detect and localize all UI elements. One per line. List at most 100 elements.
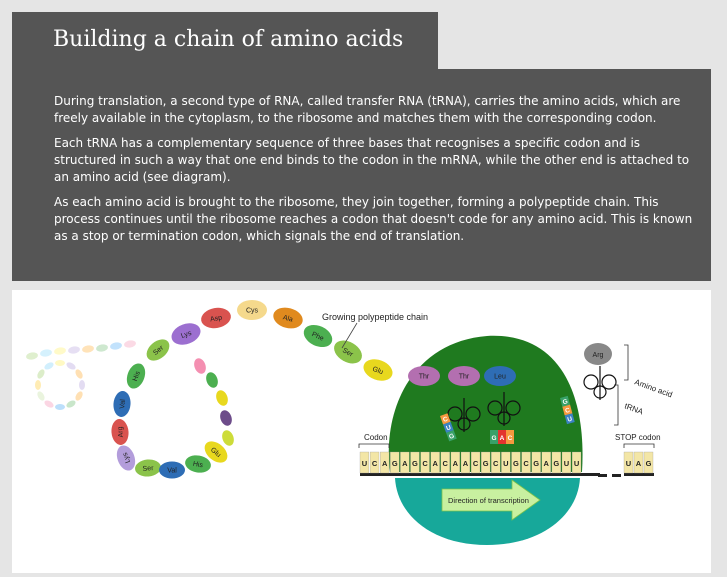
loop-bead bbox=[216, 390, 228, 406]
loop-bead bbox=[75, 391, 83, 401]
loop-amino-acid-shape bbox=[126, 363, 146, 389]
mrna-base-label: U bbox=[503, 459, 508, 468]
chain-amino-acid: Phe bbox=[303, 324, 333, 348]
tail-bead bbox=[68, 346, 80, 354]
anticodon-base-label: G bbox=[562, 398, 569, 406]
mrna-base bbox=[359, 451, 370, 474]
chain-amino-acid-shape bbox=[273, 307, 303, 329]
mrna-base-label: A bbox=[402, 459, 408, 468]
anticodon-base-label: G bbox=[448, 433, 455, 441]
anticodon-base-label: U bbox=[445, 424, 452, 432]
loop-bead bbox=[75, 369, 83, 379]
title-tab: Building a chain of amino acids bbox=[12, 12, 438, 69]
stop-backbone bbox=[624, 473, 654, 476]
mrna-base-label: G bbox=[553, 459, 559, 468]
mrna-base-label: C bbox=[372, 459, 378, 468]
stop-codon-bracket bbox=[623, 443, 655, 448]
chain-amino-acid-shape bbox=[201, 307, 231, 329]
chain-amino-acid-label: Phe bbox=[310, 331, 324, 343]
ribosome-large-subunit bbox=[388, 335, 583, 472]
loop-bead bbox=[37, 391, 45, 401]
chain-amino-acid-label: Ser bbox=[341, 347, 355, 359]
loop-amino-acid: Glu bbox=[204, 441, 228, 463]
chain-amino-acid-shape bbox=[363, 359, 393, 381]
anticodon-base bbox=[506, 430, 514, 444]
loop-amino-acid-label: Val bbox=[119, 399, 127, 410]
mrna-base-label: C bbox=[422, 459, 428, 468]
loop-bead bbox=[44, 362, 54, 370]
anticodon-right: GCU bbox=[559, 395, 575, 425]
chain-amino-acid-shape bbox=[171, 323, 201, 345]
loop-amino-acid-shape bbox=[113, 391, 131, 417]
loop-bead bbox=[66, 400, 76, 408]
anticodon-base-label: C bbox=[564, 407, 571, 415]
mrna-base-label: A bbox=[544, 459, 550, 468]
loop-amino-acid-shape bbox=[116, 445, 136, 471]
mrna-base bbox=[551, 451, 561, 474]
trna-cloverleaf bbox=[487, 392, 521, 426]
anticodon-base bbox=[446, 430, 457, 442]
mrna-base-label: C bbox=[493, 459, 499, 468]
loop-amino-acid: Ser bbox=[146, 339, 170, 361]
mrna-backbone bbox=[360, 473, 600, 476]
amino-acid-label: Amino acid bbox=[633, 377, 673, 399]
paragraph-1: During translation, a second type of RNA… bbox=[54, 94, 681, 125]
growing-chain-pointer bbox=[341, 322, 358, 349]
loop-amino-acid: Ser bbox=[135, 459, 161, 477]
loop-bead bbox=[79, 380, 85, 390]
mrna-base-label: A bbox=[453, 459, 459, 468]
tail-bead bbox=[124, 340, 136, 348]
mrna-gap-dash bbox=[598, 474, 607, 477]
anticodon-base bbox=[562, 404, 573, 416]
stop-codon-base-label: A bbox=[636, 459, 642, 468]
chain-amino-acid: Glu bbox=[363, 359, 393, 381]
page-title: Building a chain of amino acids bbox=[53, 27, 404, 52]
loop-bead bbox=[206, 372, 218, 388]
mrna-base-label: A bbox=[382, 459, 388, 468]
mrna-gap-dash bbox=[612, 474, 621, 477]
chain-amino-acid: Lys bbox=[171, 323, 201, 345]
chain-amino-acid: Asp bbox=[201, 307, 231, 329]
loop-amino-acid: Arg bbox=[111, 419, 129, 445]
mrna-base bbox=[420, 451, 430, 474]
ribosome-amino-acid: Thr bbox=[408, 366, 440, 386]
stop-codon-base bbox=[643, 451, 654, 474]
loop-amino-acid-shape bbox=[204, 441, 228, 463]
tail-bead bbox=[40, 349, 52, 357]
ribosome-amino-acid-label: Thr bbox=[419, 374, 430, 381]
stop-codon-base-label: G bbox=[646, 459, 652, 468]
tail-bead bbox=[26, 352, 38, 360]
anticodon-left: CUG bbox=[440, 413, 457, 442]
chain-amino-acid-label: Cys bbox=[246, 308, 259, 315]
incoming-amino-acid-label: Arg bbox=[593, 352, 604, 359]
mrna-base bbox=[541, 451, 551, 474]
mrna-base-label: C bbox=[523, 459, 529, 468]
mrna-base-label: A bbox=[463, 459, 469, 468]
tail-bead bbox=[82, 345, 94, 353]
chain-amino-acid-shape bbox=[237, 300, 267, 320]
chain-amino-acid-label: Glu bbox=[371, 366, 384, 376]
loop-bead bbox=[220, 410, 232, 426]
loop-amino-acid-shape bbox=[135, 459, 161, 477]
chain-amino-acid-label: Lys bbox=[180, 330, 193, 340]
loop-bead bbox=[34, 380, 42, 390]
anticodon-base-label: A bbox=[500, 435, 505, 442]
mrna-base-label: G bbox=[513, 459, 519, 468]
trna-cloverleaf bbox=[583, 366, 617, 400]
incoming-trna: Arg bbox=[584, 343, 612, 365]
loop-amino-acid-label: Lys bbox=[122, 451, 132, 464]
free-amino-acid-tail bbox=[26, 340, 136, 360]
mrna-base-label: U bbox=[362, 459, 367, 468]
mrna-base bbox=[380, 451, 390, 474]
mrna-base bbox=[410, 451, 420, 474]
mrna-base-label: G bbox=[412, 459, 418, 468]
loop-amino-acid: His bbox=[126, 363, 146, 389]
loop-amino-acid-label: Arg bbox=[117, 426, 125, 438]
mrna-base-label: U bbox=[564, 459, 569, 468]
trna-label: tRNA bbox=[623, 401, 645, 416]
